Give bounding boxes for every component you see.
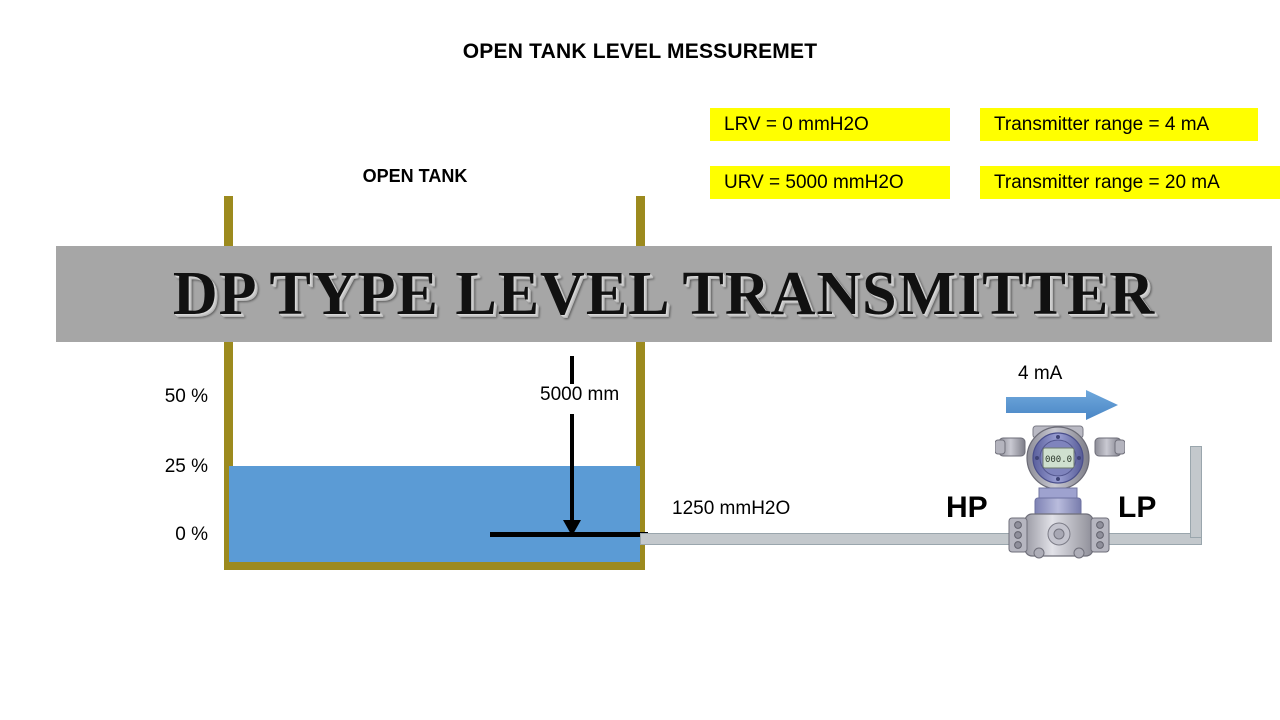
lp-vent-pipe — [1190, 446, 1202, 538]
title-banner: DP TYPE LEVEL TRANSMITTER — [56, 246, 1272, 342]
tank-tap-datum-line — [490, 532, 648, 537]
callout-transmitter-range-high: Transmitter range = 20 mA — [980, 166, 1280, 199]
tank-height-label: 5000 mm — [540, 384, 620, 405]
transmitter-lcd-value: 000.0 — [1045, 455, 1072, 465]
impulse-pipe-hp — [640, 533, 1012, 545]
dimension-arrow-shaft — [570, 414, 574, 526]
scale-label-25: 25 % — [164, 456, 208, 477]
hp-port-label: HP — [946, 491, 988, 524]
head-pressure-label: 1250 mmH2O — [672, 498, 791, 519]
signal-output-label: 4 mA — [1018, 363, 1063, 384]
tank-wall-left — [224, 196, 233, 570]
callout-transmitter-range-low: Transmitter range = 4 mA — [980, 108, 1258, 141]
scale-label-0: 0 % — [175, 524, 208, 545]
page-title: OPEN TANK LEVEL MESSUREMET — [462, 40, 818, 63]
callout-urv: URV = 5000 mmH2O — [710, 166, 950, 199]
banner-text: DP TYPE LEVEL TRANSMITTER — [172, 259, 1156, 328]
open-tank-label: OPEN TANK — [362, 166, 468, 186]
dimension-tick-top — [570, 356, 574, 384]
signal-arrow-icon — [1006, 390, 1118, 420]
lp-port-label: LP — [1118, 491, 1157, 524]
tank-bottom — [224, 561, 645, 570]
tank-liquid-fill — [229, 466, 640, 562]
callout-lrv: LRV = 0 mmH2O — [710, 108, 950, 141]
dp-transmitter-illustration: 000.0 — [995, 425, 1125, 559]
tank-wall-right — [636, 196, 645, 570]
scale-label-50: 50 % — [164, 386, 208, 407]
